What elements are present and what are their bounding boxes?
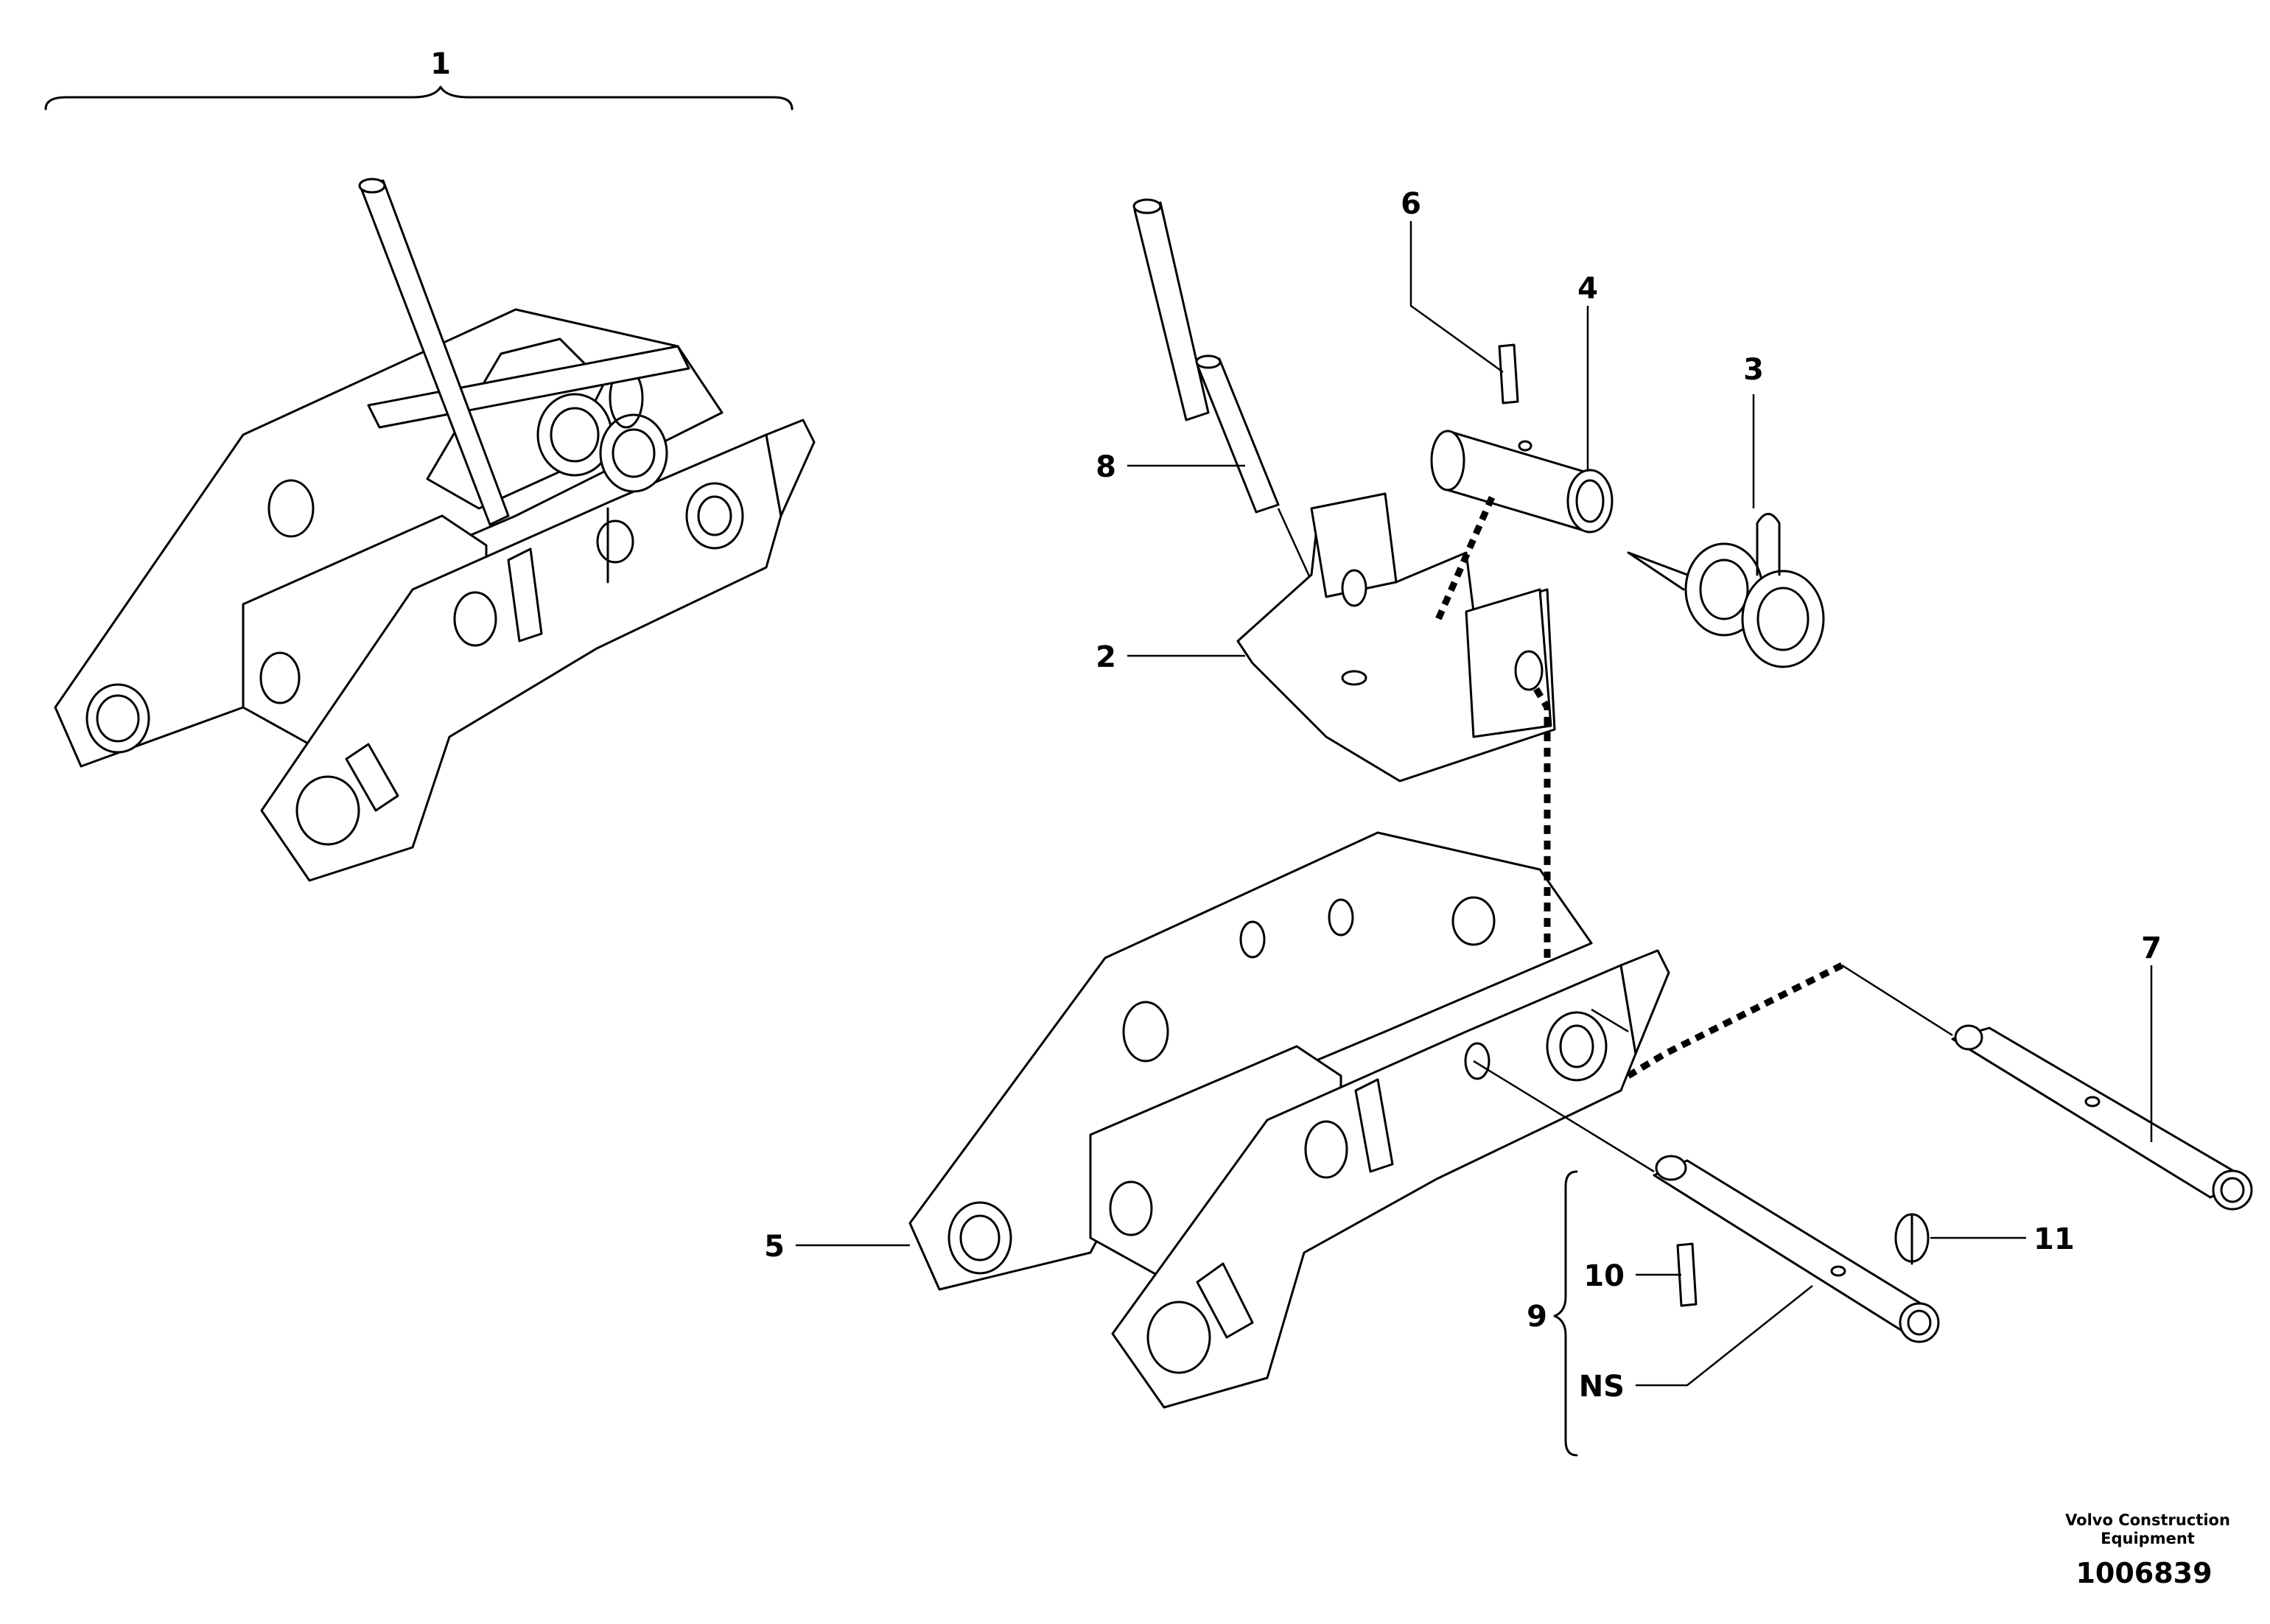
spring-coil-4 [612,428,656,478]
frame-rear-hole-1-inner [959,1214,1001,1261]
callout-2: 2 [1096,640,1116,674]
callout-6: 6 [1401,187,1421,221]
long-pin-near-end-bore [2220,1177,2245,1203]
roll-pin [1498,343,1519,405]
dash-wedge-to-frame [1533,687,1551,958]
dash-frame-to-pin [1626,962,1844,1079]
frame-front-hole-1 [1146,1301,1211,1374]
frame-boss [1451,896,1496,946]
part-4-bushing [1430,306,1614,533]
wear-pad-front [345,743,399,812]
wedge-left-bore [1341,569,1367,607]
callout-1: 1 [430,47,451,81]
frame-rear-hole-3 [1239,920,1266,959]
lock-pin-clip [596,519,634,564]
frame-nose [1619,949,1670,1055]
frame-wear-pad-side [1354,1078,1394,1173]
front-plate-hole-3-inner [697,495,732,536]
callout-3: 3 [1743,353,1764,387]
cross-block-bore [259,651,301,704]
bushing-near-end [1566,469,1614,533]
wedge-pin-hole [1341,670,1367,686]
kit-pin-near-end [1899,1302,1940,1343]
frame-front-hole-3 [1464,1042,1490,1080]
upper-pin [1133,201,1210,421]
long-pin-body [1951,1026,2249,1199]
callout-10: 10 [1583,1259,1625,1293]
wear-pad-side [507,547,543,643]
spring-coil-a-inner [1699,559,1749,620]
kit-roll-pin [1676,1242,1698,1307]
long-pin-hole [2084,1096,2101,1107]
rear-plate-hole-1-inner [96,694,140,743]
frame-rear-hole-1 [947,1201,1012,1275]
spring-coil-2 [550,407,600,463]
upper-pin-end [1132,198,1162,214]
callout-4: 4 [1577,272,1598,306]
rear-plate-hole-1 [85,683,150,754]
kit-pin-hole [1830,1265,1846,1277]
wedge-right-bore [1514,650,1544,691]
kit-pin-far-end [1655,1155,1687,1181]
front-plate-hole-1 [295,775,360,846]
bushing-body [1446,430,1586,532]
part-5-frame [796,831,1670,1409]
kit-brace [1553,1170,1578,1457]
part-9-pin-kit [1473,1060,2026,1457]
frame-rear-hole-4 [1328,898,1354,937]
assembled-quick-coupler [44,85,816,882]
spring-coil-b [1741,570,1825,668]
document-number: 1006839 [2075,1557,2212,1589]
lower-pin-end [1195,354,1222,369]
assembly-brace [44,85,794,111]
kit-pin-near-end-bore [1907,1309,1932,1336]
callout-9: 9 [1527,1300,1547,1334]
rear-plate-hole-2 [267,479,315,538]
spring-coil-b-inner [1756,587,1810,651]
callout-8: 8 [1096,450,1116,484]
part-2-locking-wedge [1127,492,1556,783]
front-plate-hole-2 [453,591,497,647]
wedge-right-ear [1465,588,1552,738]
part-7-long-pin [1951,965,2253,1211]
frame-cross-bore [1109,1180,1153,1236]
bushing-far-end [1430,430,1465,491]
kit-pin-axis [1473,1060,1655,1173]
leader-ns [1636,1285,1813,1387]
frame-front-hole-4 [1546,1011,1608,1082]
axis-pin-7 [1841,964,1953,1037]
callout-11: 11 [2033,1222,2075,1256]
brand-line-2: Equipment [2101,1530,2195,1547]
frame-front-hole-2 [1304,1120,1348,1179]
lever-rod-tip [358,178,386,194]
wedge-left-ear [1310,492,1398,598]
spring-tail [1627,551,1689,591]
spring-hook [1756,513,1781,576]
lower-pin [1196,357,1280,514]
callout-ns: NS [1579,1370,1625,1404]
leader-6 [1409,221,1504,374]
part-3-spring [1627,394,1825,668]
callout-5: 5 [764,1230,785,1264]
frame-wear-pad-front [1196,1262,1254,1339]
bushing-pin-hole [1518,440,1532,452]
part-6-roll-pin [1409,221,1519,405]
bushing-near-end-bore [1575,479,1605,523]
front-plate-hole-3 [685,482,744,550]
assembly-nose [765,419,816,517]
frame-rear-hole-2 [1122,1001,1169,1063]
spring-coil-3 [599,413,668,493]
axis-frame-to-bushing-line [1591,1008,1629,1033]
long-pin-far-end [1954,1024,1983,1051]
callout-7: 7 [2141,931,2162,965]
frame-front-hole-4-inner [1559,1024,1594,1068]
dash-bushing-to-wedge [1433,496,1496,624]
brand-line-1: Volvo Construction [2065,1511,2230,1529]
long-pin-near-end [2212,1169,2253,1211]
